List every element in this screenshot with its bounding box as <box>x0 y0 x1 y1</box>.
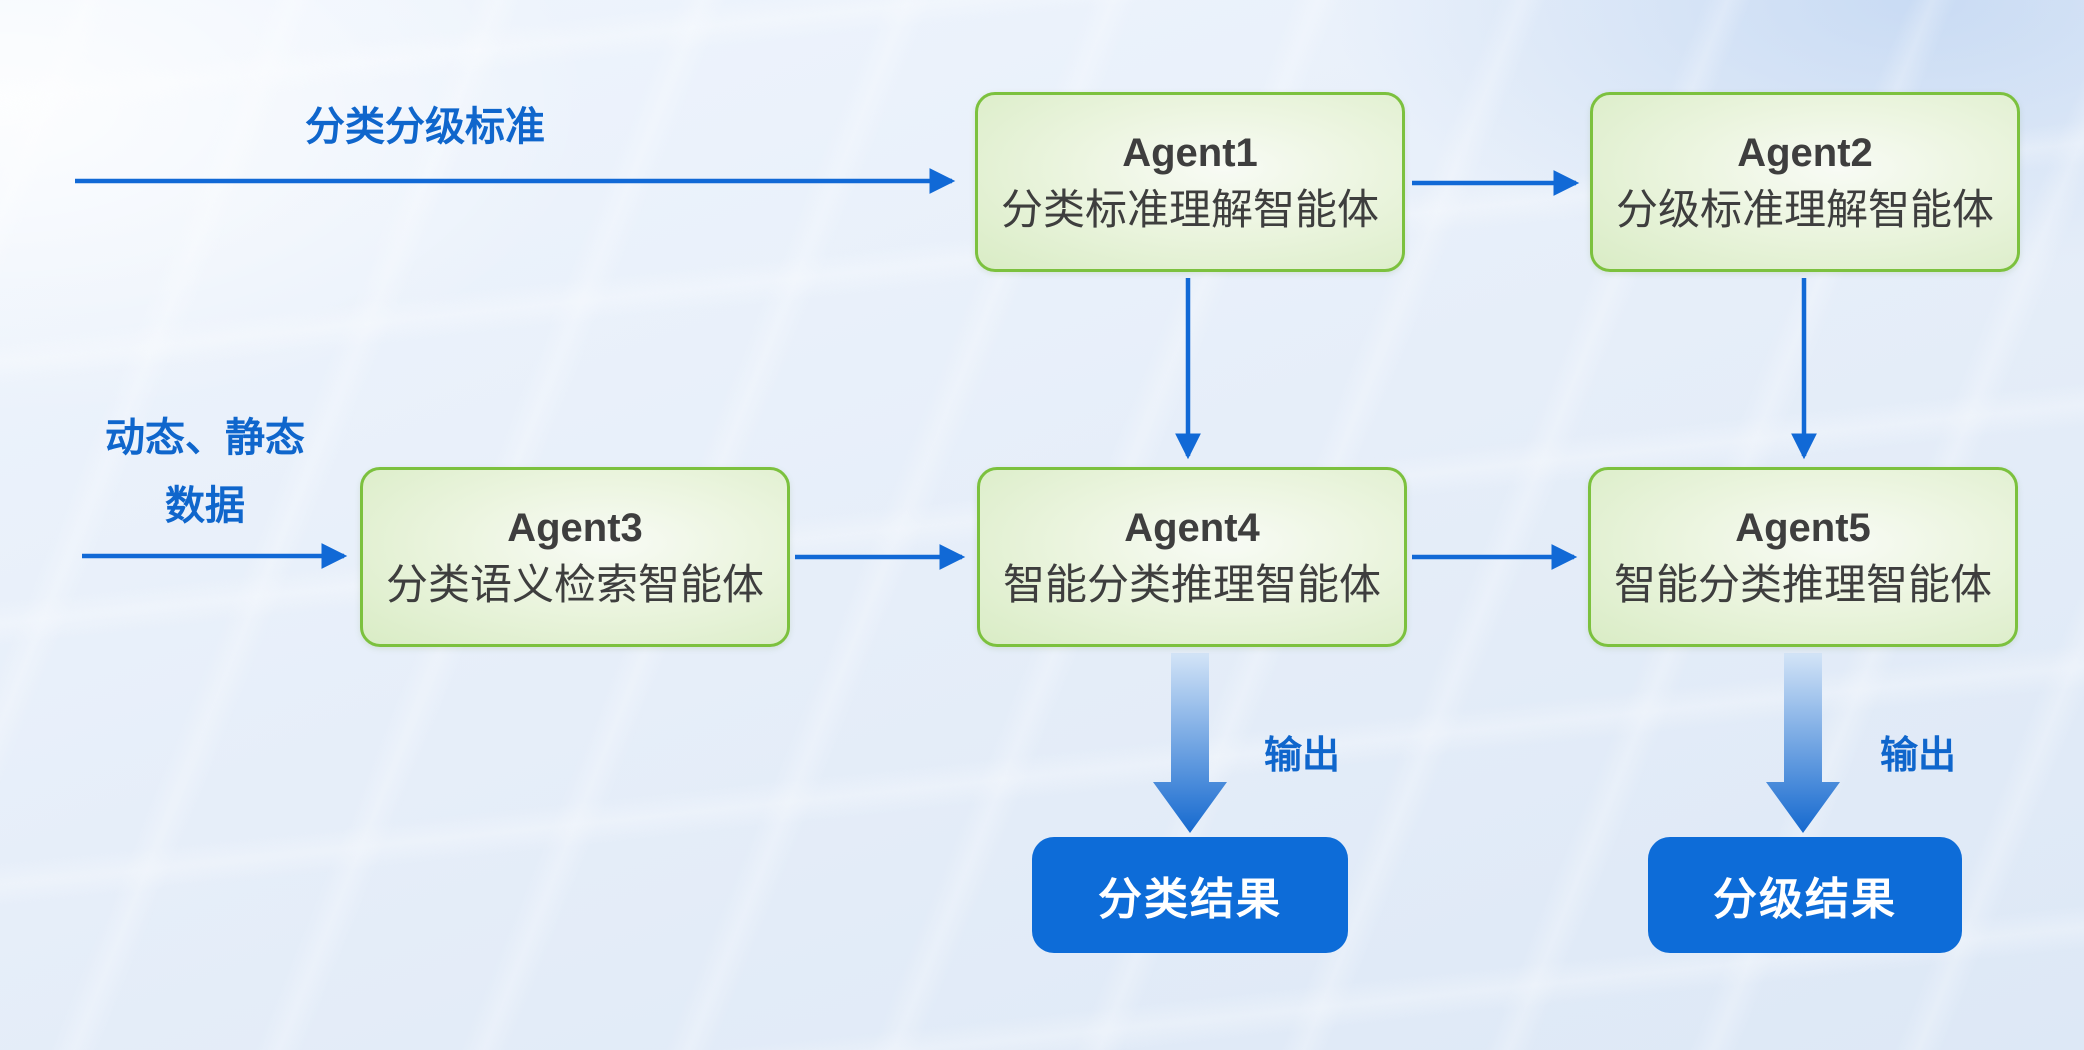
agent1-subtitle: 分类标准理解智能体 <box>1000 185 1379 233</box>
result-grading: 分级结果 <box>1648 837 1962 953</box>
label-left-line2: 数据 <box>165 484 245 528</box>
label-top-text: 分类分级标准 <box>305 105 545 149</box>
agent4-subtitle: 智能分类推理智能体 <box>1002 560 1381 608</box>
agent3-title: Agent3 <box>507 505 643 550</box>
thick-output-arrow-left <box>1153 653 1227 833</box>
agent3-subtitle: 分类语义检索智能体 <box>385 560 764 608</box>
agent5-title: Agent5 <box>1735 505 1871 550</box>
label-dynamic-static-data: 动态、静态 数据 <box>60 404 350 540</box>
node-agent3: Agent3 分类语义检索智能体 <box>360 467 790 647</box>
result-grading-label: 分级结果 <box>1713 875 1897 924</box>
label-output-right-text: 输出 <box>1879 735 1956 777</box>
label-output-right: 输出 <box>1858 724 1978 779</box>
result-classification: 分类结果 <box>1032 837 1348 953</box>
label-classification-grading-standard: 分类分级标准 <box>240 94 610 152</box>
agent2-subtitle: 分级标准理解智能体 <box>1615 185 1994 233</box>
result-classification-label: 分类结果 <box>1098 875 1282 924</box>
agent5-subtitle: 智能分类推理智能体 <box>1613 560 1992 608</box>
agent2-title: Agent2 <box>1737 130 1873 175</box>
label-left-line1: 动态、静态 <box>105 416 305 460</box>
node-agent4: Agent4 智能分类推理智能体 <box>977 467 1407 647</box>
label-output-left: 输出 <box>1242 724 1362 779</box>
thick-output-arrow-right <box>1766 653 1840 833</box>
node-agent1: Agent1 分类标准理解智能体 <box>975 92 1405 272</box>
agent4-title: Agent4 <box>1124 505 1260 550</box>
agent1-title: Agent1 <box>1122 130 1258 175</box>
node-agent2: Agent2 分级标准理解智能体 <box>1590 92 2020 272</box>
node-agent5: Agent5 智能分类推理智能体 <box>1588 467 2018 647</box>
label-output-left-text: 输出 <box>1263 735 1340 777</box>
